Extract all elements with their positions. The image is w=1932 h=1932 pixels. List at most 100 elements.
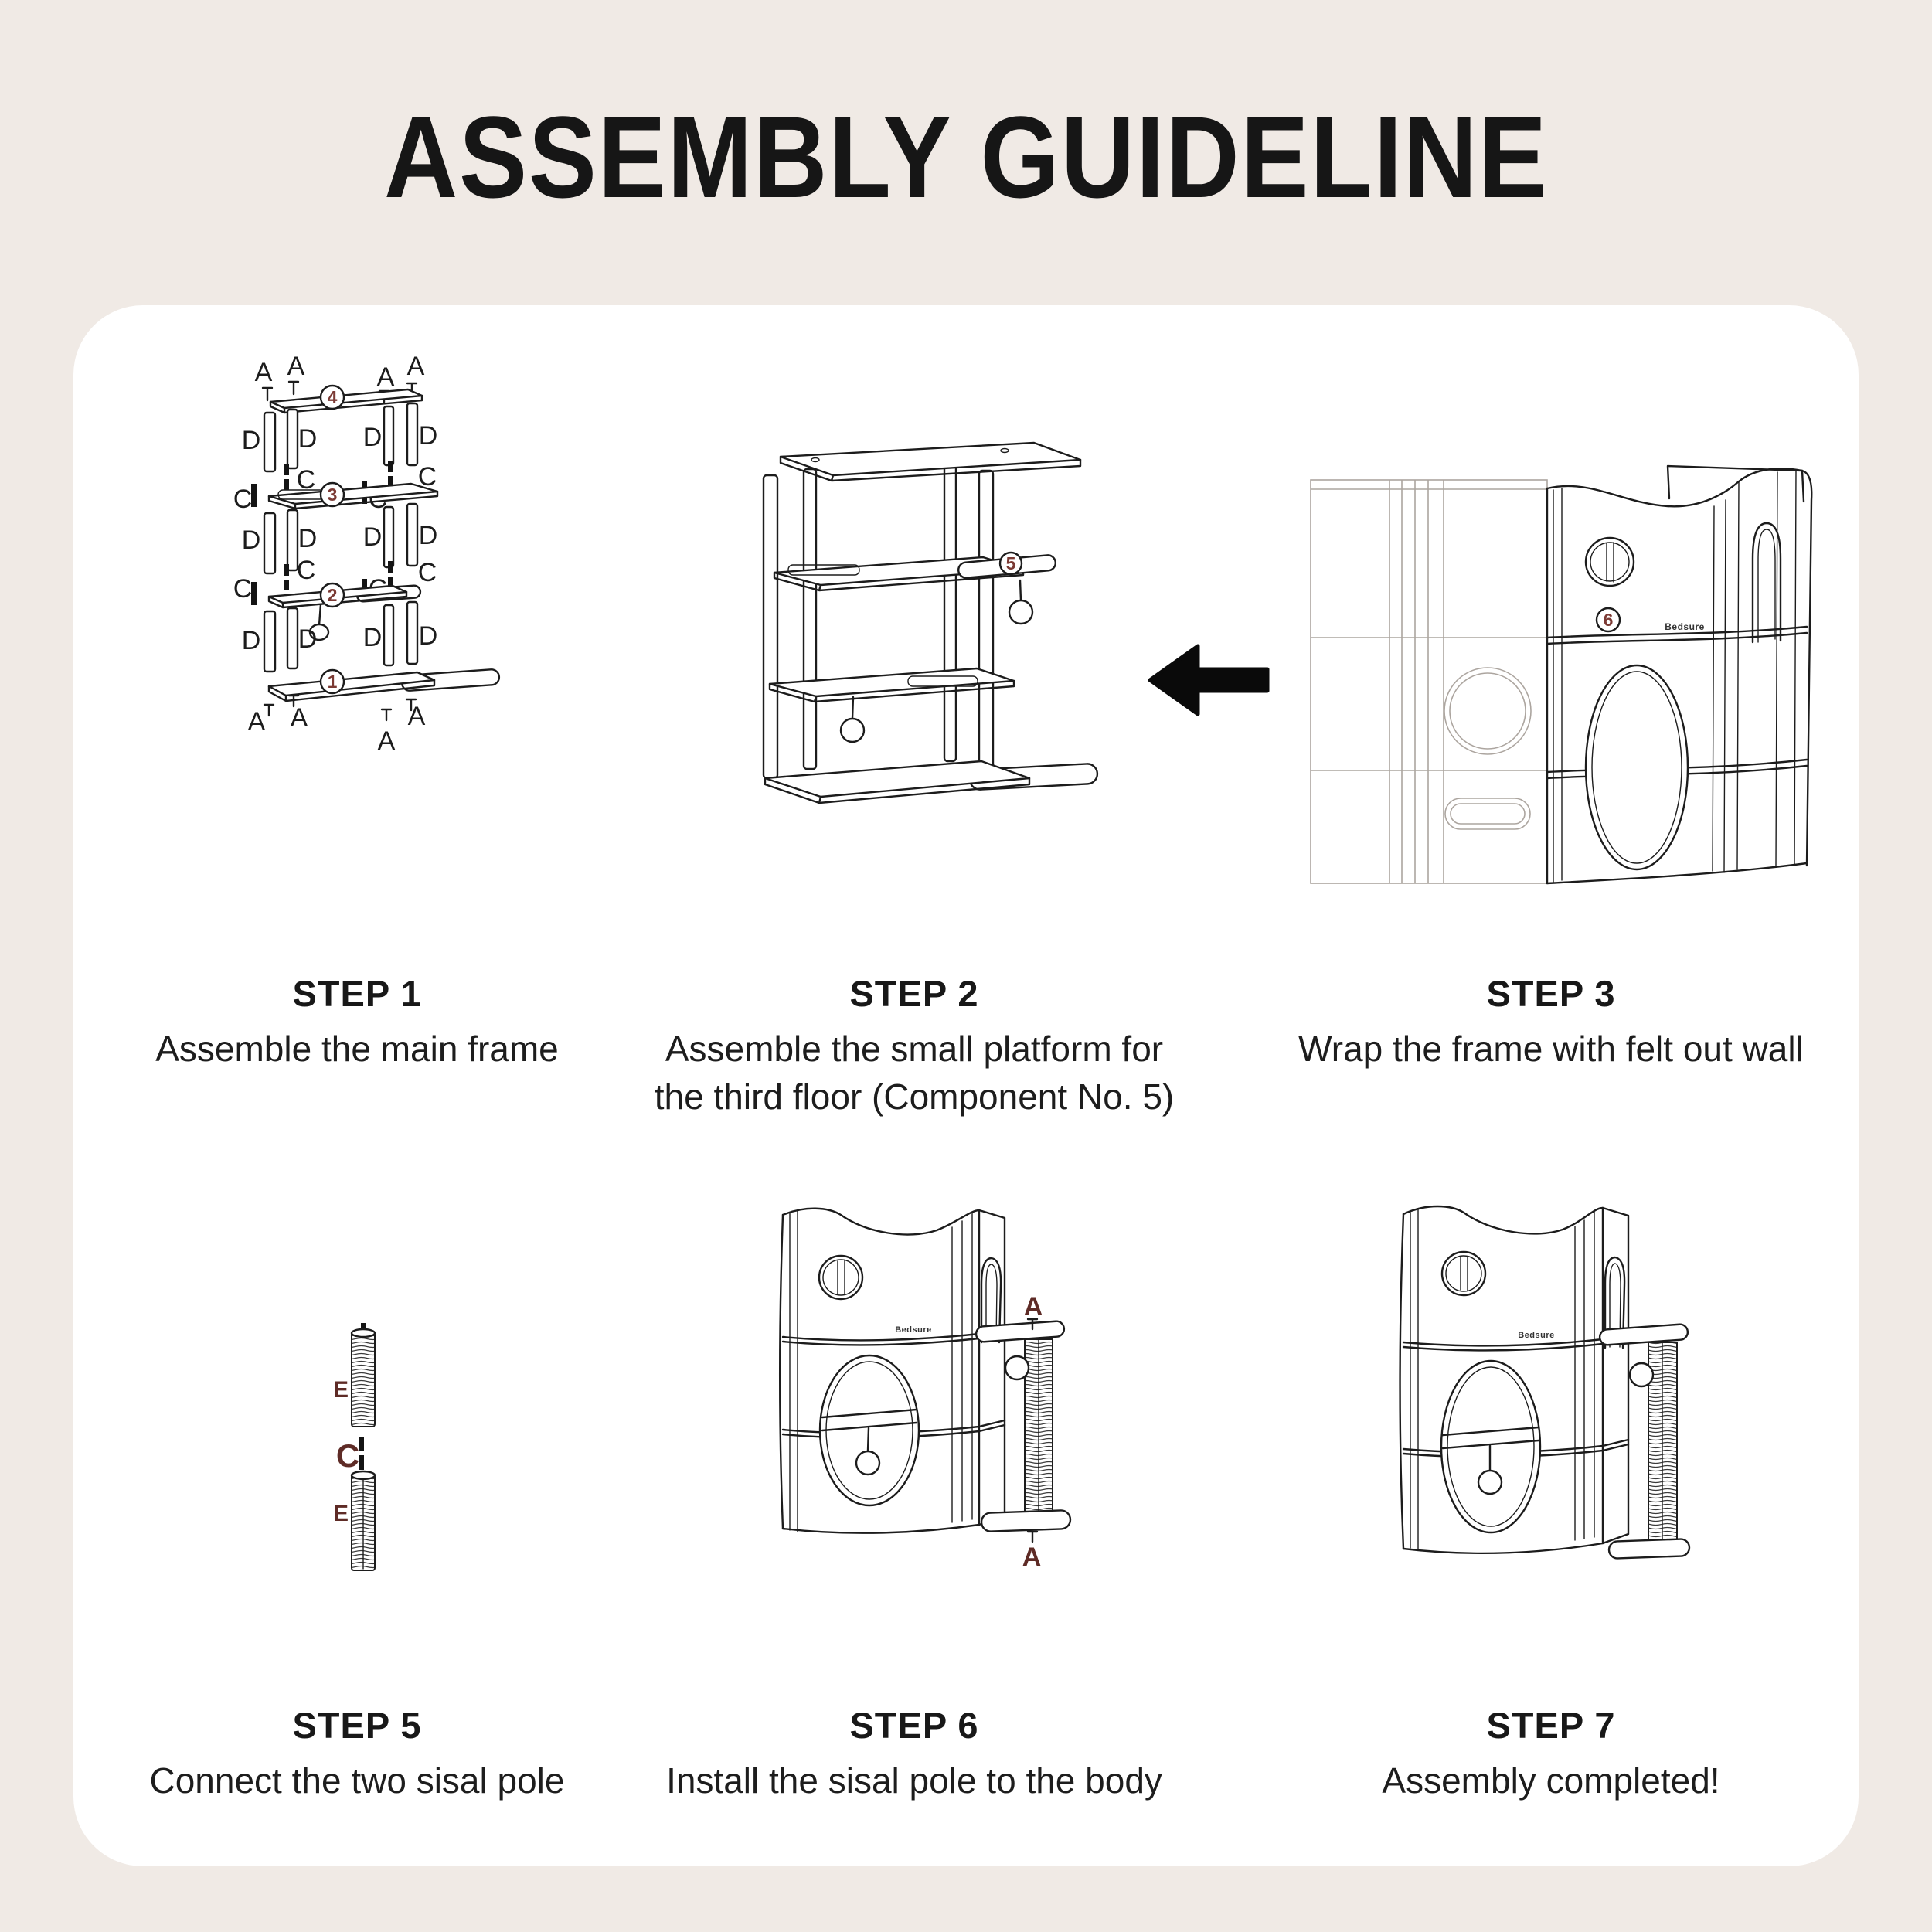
pole-label: D	[242, 626, 261, 655]
step-5-title: STEP 5	[292, 1705, 422, 1746]
pole-label: D	[419, 521, 438, 550]
brand-logo: Bedsure	[1518, 1331, 1555, 1340]
screw-label: A	[248, 707, 266, 736]
screw-icon	[1026, 1318, 1039, 1331]
screw-label: A	[287, 352, 305, 381]
screw-icon	[287, 694, 300, 708]
sisal-pole-label: E	[333, 1377, 349, 1403]
step-2-description-line1: Assemble the small platform for	[665, 1029, 1164, 1070]
connector-label: C	[336, 1437, 359, 1474]
screw-label: A	[1022, 1543, 1042, 1572]
arrow-left-icon	[1148, 644, 1270, 716]
frame-poles	[762, 461, 995, 780]
toy-string	[851, 696, 855, 720]
pole-label: D	[419, 421, 438, 451]
screw-icon	[380, 708, 393, 722]
sisal-pole-bottom	[350, 1470, 376, 1571]
svg-text:2: 2	[328, 585, 338, 605]
screw-label: A	[255, 358, 273, 387]
round-window	[818, 1254, 864, 1301]
arch-window	[1604, 1256, 1626, 1349]
step-7-title: STEP 7	[1486, 1705, 1616, 1746]
step-2-description-line2: the third floor (Component No. 5)	[654, 1077, 1175, 1117]
step-2-illustration: 5	[762, 441, 1099, 804]
svg-text:4: 4	[328, 387, 338, 407]
step-6-title: STEP 6	[849, 1705, 979, 1746]
toy-ball-icon	[1477, 1469, 1503, 1495]
screw-icon	[261, 386, 274, 402]
small-platform	[975, 1320, 1066, 1343]
connector-label: C	[233, 574, 253, 604]
screw-icon	[263, 703, 275, 717]
base-panel	[764, 760, 1099, 804]
connector-bolt	[251, 582, 257, 605]
sisal-pole-label: E	[333, 1501, 349, 1526]
step-2-title: STEP 2	[849, 973, 979, 1014]
step-3-caption: STEP 3 Wrap the frame with felt out wall	[1203, 973, 1899, 1073]
window-cutout	[1444, 667, 1532, 755]
pole-label: D	[298, 524, 318, 553]
component-4-badge	[319, 384, 345, 410]
step-1-caption: STEP 1 Assemble the main frame	[9, 973, 705, 1073]
step-1-title: STEP 1	[292, 973, 422, 1014]
frame-poles	[263, 502, 419, 575]
component-5-badge	[998, 551, 1023, 576]
connector-label: C	[418, 558, 437, 587]
seam-line	[1402, 1332, 1630, 1352]
step-2-caption: STEP 2 Assemble the small platform for t…	[566, 973, 1262, 1121]
slot-cutout	[1444, 798, 1531, 830]
step-6-description: Install the sisal pole to the body	[666, 1760, 1162, 1801]
connector-label: C	[297, 556, 316, 585]
pole-label: D	[298, 424, 318, 454]
pole-label: D	[242, 526, 261, 555]
step-5-caption: STEP 5 Connect the two sisal pole	[9, 1705, 705, 1804]
pole-label: D	[419, 621, 438, 651]
brand-logo: Bedsure	[1665, 621, 1705, 632]
toy-ball-icon	[855, 1450, 881, 1476]
step-7-illustration: Bedsure	[1399, 1205, 1691, 1560]
step-6-caption: STEP 6 Install the sisal pole to the bod…	[566, 1705, 1262, 1804]
felt-wall-flat	[1310, 479, 1548, 884]
toy-ball-icon	[1008, 599, 1034, 625]
component-3-badge	[319, 481, 345, 508]
screw-label: A	[408, 702, 426, 731]
screw-label: A	[291, 703, 308, 733]
top-panel	[779, 441, 1082, 482]
top-panel: 4	[269, 384, 423, 414]
connector-bolt	[251, 484, 257, 507]
toy-string	[866, 1427, 870, 1452]
frame-poles	[263, 402, 419, 473]
screw-label: A	[1024, 1292, 1043, 1321]
arch-window	[980, 1257, 1002, 1344]
step-3-description: Wrap the frame with felt out wall	[1298, 1029, 1804, 1070]
round-window	[1584, 536, 1635, 587]
cat-tree-body: Bedsure	[779, 1207, 1006, 1534]
seam-line	[1546, 625, 1808, 645]
component-2-badge	[319, 582, 345, 608]
svg-text:6: 6	[1604, 610, 1614, 630]
base-pedestal	[980, 1509, 1072, 1532]
toy-ball-icon	[839, 717, 866, 743]
step-6-illustration: Bedsure A A	[779, 1207, 1072, 1572]
step-1-illustration: A A A A 4 D D D D C C C C 3	[233, 352, 501, 756]
small-platform	[1598, 1323, 1689, 1346]
arch-window	[1751, 522, 1782, 644]
screw-label: A	[377, 362, 395, 392]
svg-text:5: 5	[1006, 553, 1016, 573]
step-5-illustration: E C E	[333, 1323, 376, 1571]
cat-tree-body: Bedsure	[1399, 1205, 1630, 1554]
frame-poles	[263, 600, 419, 673]
pole-label: D	[242, 426, 261, 455]
seam-line	[781, 1326, 1006, 1346]
round-window	[1440, 1250, 1487, 1297]
toy-string	[1019, 579, 1022, 602]
toy-ball-icon	[1628, 1362, 1655, 1388]
base-pedestal	[1607, 1538, 1691, 1560]
step-5-description: Connect the two sisal pole	[149, 1760, 565, 1801]
pole-bolt	[361, 1323, 366, 1332]
step-3-title: STEP 3	[1486, 973, 1616, 1014]
svg-text:3: 3	[328, 485, 338, 505]
inner-shelf	[821, 1408, 918, 1432]
base-panel: 1	[267, 668, 501, 702]
